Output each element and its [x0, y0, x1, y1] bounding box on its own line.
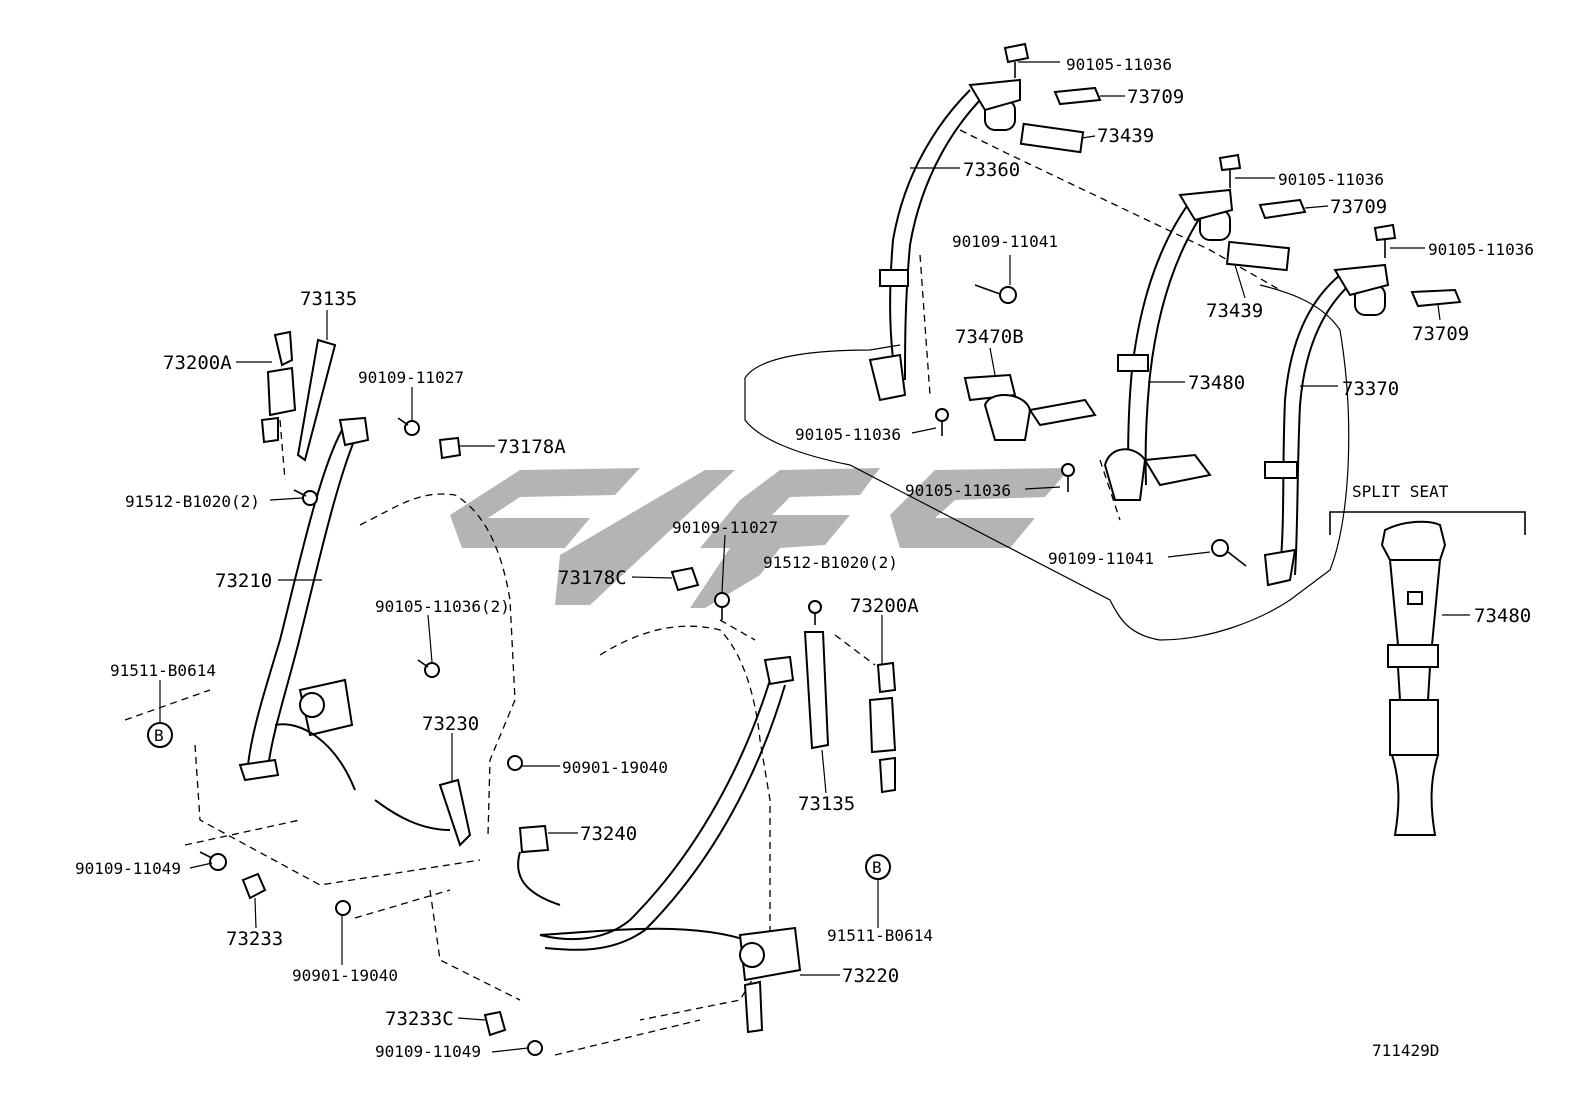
label-73480: 73480 [1188, 372, 1245, 394]
label-73210: 73210 [215, 570, 272, 592]
label-73709: 73709 [1127, 86, 1184, 108]
label-90109-11027: 90109-11027 [672, 518, 778, 537]
label-90105-11036: 90105-11036 [795, 425, 901, 444]
front-left-cover-73135 [296, 338, 337, 462]
label-91511-b0614: 91511-B0614 [827, 926, 933, 945]
front-right-small-parts [483, 566, 822, 1056]
label-73439: 73439 [1097, 125, 1154, 147]
label-73220: 73220 [842, 965, 899, 987]
front-right-seat-outline [354, 619, 876, 1056]
label-73200a: 73200A [850, 595, 919, 617]
drawing-number: 711429D [1372, 1041, 1439, 1060]
label-73233: 73233 [226, 928, 283, 950]
label-73135: 73135 [798, 793, 855, 815]
label-90105-11036: 90105-11036 [1278, 170, 1384, 189]
buckle-73470b [963, 373, 1097, 441]
ref-circle-b-left [147, 722, 173, 748]
label-73360: 73360 [963, 159, 1020, 181]
label-90105-11036: 90105-11036 [905, 481, 1011, 500]
label-91511-b0614: 91511-B0614 [110, 661, 216, 680]
split-seat-buckle-73480 [1329, 511, 1526, 836]
label-90901-19040: 90901-19040 [562, 758, 668, 777]
label-91512-b1020: 91512-B1020(2) [125, 492, 260, 511]
rear-center-belt-assy [1103, 188, 1234, 501]
rear-small-parts [935, 42, 1462, 567]
label-90105-11036-2: 90105-11036(2) [375, 597, 510, 616]
label-ref-b: B [872, 858, 882, 877]
leader-lines [159, 61, 1470, 1053]
label-73233c: 73233C [385, 1008, 454, 1030]
label-91512-b1020: 91512-B1020(2) [763, 553, 898, 572]
label-90109-11041: 90109-11041 [1048, 549, 1154, 568]
front-right-cover-73135 [803, 631, 830, 750]
front-left-small-parts [199, 417, 523, 916]
label-73480: 73480 [1474, 605, 1531, 627]
rear-left-belt-assy [868, 78, 1021, 402]
label-73135: 73135 [300, 288, 357, 310]
label-ref-b: B [154, 726, 164, 745]
label-split-seat: SPLIT SEAT [1352, 482, 1449, 501]
label-73230: 73230 [422, 713, 479, 735]
label-73178a: 73178A [497, 436, 566, 458]
front-left-belt-assy-73210 [238, 416, 370, 791]
label-73439: 73439 [1206, 300, 1263, 322]
front-left-adjuster-73200a [260, 330, 297, 444]
label-90105-11036: 90105-11036 [1066, 55, 1172, 74]
front-right-belt-assy-73220 [539, 655, 802, 1034]
label-90901-19040: 90901-19040 [292, 966, 398, 985]
label-90109-11041: 90109-11041 [952, 232, 1058, 251]
watermark-logo [450, 468, 1070, 608]
label-73709: 73709 [1330, 196, 1387, 218]
front-left-seat-outline [124, 419, 516, 886]
label-73178c: 73178C [558, 567, 627, 589]
rear-right-belt-assy [1263, 263, 1390, 587]
rear-seat-outline [744, 129, 1350, 641]
label-73470b: 73470B [955, 326, 1024, 348]
label-90109-11049: 90109-11049 [75, 859, 181, 878]
label-73200a: 73200A [163, 352, 232, 374]
label-90109-11027: 90109-11027 [358, 368, 464, 387]
label-90105-11036: 90105-11036 [1428, 240, 1534, 259]
label-73709: 73709 [1412, 323, 1469, 345]
label-73370: 73370 [1342, 378, 1399, 400]
label-90109-11049: 90109-11049 [375, 1042, 481, 1061]
label-73240: 73240 [580, 823, 637, 845]
ref-circle-b-right [865, 854, 891, 880]
front-right-adjuster-73200a [868, 661, 897, 794]
part-number-labels: 90105-11036 73709 73439 73360 90105-1103… [75, 55, 1534, 1061]
